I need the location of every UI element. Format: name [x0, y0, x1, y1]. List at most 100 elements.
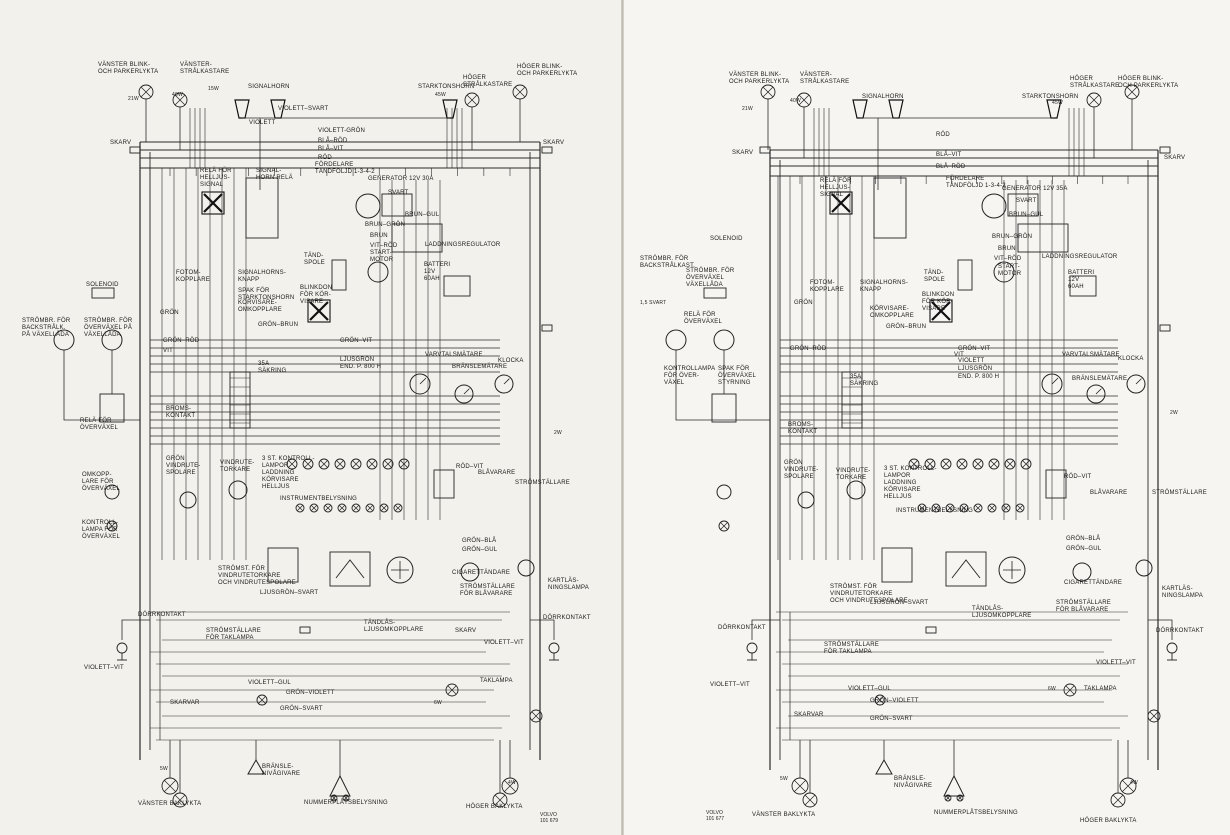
label-v-blink: VÄNSTER BLINK- OCH PARKERLYKTA: [98, 62, 159, 75]
lamp-cross: [140, 86, 152, 98]
label-w15: 15W: [208, 86, 219, 92]
label-skarv-r: SKARV: [543, 140, 565, 146]
label-violett-vit: VIOLETT–VIT: [84, 665, 124, 671]
label-violett-vit-r: VIOLETT–VIT: [484, 640, 524, 646]
battery-box: [1069, 275, 1097, 297]
label-sakring: 35A SÄKRING: [258, 361, 287, 374]
overdrive-relay-box: [711, 393, 737, 423]
label-stromst-vindrute: STRÖMST. FÖR VINDRUTETORKARE OCH VINDRUT…: [830, 584, 908, 604]
lamp-cross: [1126, 86, 1138, 98]
label-gron-vit: GRÖN–VIT: [340, 338, 373, 344]
label-bla-rod: BLÅ–RÖD: [318, 138, 348, 144]
lamp-cross: [876, 696, 884, 704]
label-vit-rod: VIT–RÖD: [370, 243, 398, 249]
label-w45: 45W: [435, 92, 446, 98]
ignition-key-icon: [335, 559, 365, 579]
label-kartlas: KARTLÄS- NINGSLAMPA: [548, 578, 589, 591]
lamp-cross: [296, 504, 304, 512]
label-varvtalsmatare: VARVTALSMÄTARE: [1062, 352, 1120, 358]
label-w15-svart: 1,5 SVART: [640, 300, 667, 306]
label-w21: 21W: [128, 96, 139, 102]
label-v-baklykta: VÄNSTER BAKLYKTA: [752, 812, 816, 818]
gauge-needle: [1135, 378, 1142, 385]
relay-icon: [929, 299, 953, 323]
label-tandspole: TÄND- SPOLE: [924, 270, 946, 283]
label-solenoid: SOLENOID: [710, 236, 743, 242]
wiper-motor-icon: [228, 480, 248, 500]
lamp-cross: [960, 504, 968, 512]
lamp-cross: [531, 711, 541, 721]
label-svart: SVART: [1016, 198, 1037, 204]
label-skarvar: SKARVAR: [170, 700, 200, 706]
label-strombr-backstralk: STRÖMBR. FÖR BACKSTRÅLKAST.: [640, 256, 696, 269]
label-vindrute-torkare: VINDRUTE- TORKARE: [220, 460, 255, 473]
label-strombr-overvaxel: STRÖMBR. FÖR ÖVERVÄXEL PÅ VÄXELLÅDA: [84, 318, 133, 338]
lamp-cross: [926, 460, 934, 468]
label-stromst-vindrute: STRÖMST. FÖR VINDRUTETORKARE OCH VINDRUT…: [218, 566, 296, 586]
label-spak-starkton: SPAK FÖR STARKTONSHORN: [238, 288, 295, 301]
label-ljusgron-svart: LJUSGRÖN–SVART: [260, 590, 319, 596]
lamp-cross: [910, 460, 918, 468]
lamp-icon: [908, 458, 920, 470]
number-plate-light-icon: [943, 774, 965, 797]
label-fordelare: FÖRDELARE TÄNDFÖLJD 1-3-4-2: [946, 176, 1006, 189]
label-ljusgron: LJUSGRÖN: [958, 366, 993, 372]
solenoid-box: [703, 287, 727, 299]
label-vit-rod: VIT–RÖD: [994, 256, 1022, 262]
label-gron-vindrute: GRÖN VINDRUTE- SPOLARE: [166, 456, 201, 476]
signal-relay-box: [873, 177, 907, 239]
number-plate-light-icon: [329, 774, 351, 797]
lamp-icon: [106, 520, 118, 532]
washer-icon: [797, 491, 815, 509]
lamp-icon: [318, 458, 330, 470]
label-w21: 21W: [742, 106, 753, 112]
fuel-sender-icon: [875, 758, 893, 775]
lamp-cross: [352, 460, 360, 468]
label-start-motor: START- MOTOR: [998, 264, 1022, 277]
label-w6: 6W: [1048, 686, 1056, 692]
label-end-p: END. P. 800 H: [958, 374, 1000, 380]
heater-fan-icon: [998, 556, 1026, 584]
relay-cross: [831, 193, 851, 213]
label-gron: GRÖN: [794, 300, 813, 306]
gauge-needle: [419, 377, 427, 385]
footer-left: VOLVO 101 679: [540, 812, 559, 824]
cigarette-lighter-icon: [460, 562, 480, 582]
lamp-icon: [956, 794, 964, 802]
lamp-icon: [302, 458, 314, 470]
label-starktonhorn: STARKTONSHORN: [1022, 94, 1079, 100]
lamp-cross: [1088, 94, 1100, 106]
lamp-cross: [957, 795, 963, 801]
wiper-motor-icon: [846, 480, 866, 500]
label-instrumentbelysning: INSTRUMENTBELYSNING: [280, 496, 358, 502]
splice-marker: [129, 146, 141, 154]
label-klocka: KLOCKA: [1118, 356, 1144, 362]
label-skarvar: SKARVAR: [794, 712, 824, 718]
label-end-p: END. P. 800 H: [340, 364, 382, 370]
label-blavarare: BLÅVARARE: [1090, 490, 1128, 496]
lamp-cross: [1006, 460, 1014, 468]
label-w45: 45W: [1052, 100, 1063, 106]
lamp-icon: [1147, 709, 1161, 723]
label-rod-vit: RÖD–VIT: [1064, 474, 1092, 480]
lamp-cross: [320, 460, 328, 468]
label-blinker-rela: BLINKDON FÖR KÖR- VISARE: [300, 285, 333, 305]
lamp-cross: [400, 460, 408, 468]
label-cigarettandare: CIGARETTÄNDARE: [1064, 580, 1123, 586]
horn-icon: [888, 99, 904, 119]
lamp-icon: [1004, 458, 1016, 470]
lamp-cross: [258, 696, 266, 704]
lamp-cross: [794, 780, 806, 792]
lamp-icon: [342, 794, 350, 802]
label-bransle-nivagivare: BRÄNSLE- NIVÅGIVARE: [894, 776, 933, 789]
wire: [63, 350, 140, 421]
relay-icon: [201, 191, 225, 215]
splice-marker: [299, 626, 311, 634]
lamp-icon: [366, 458, 378, 470]
label-gron: GRÖN: [160, 310, 179, 316]
lamp-cross: [366, 504, 374, 512]
ignition-coil-box: [331, 259, 347, 291]
label-vit: VIT: [163, 348, 173, 354]
switch-icon: [548, 642, 560, 654]
label-fotom: FOTOM- KOPPLARE: [810, 280, 844, 293]
